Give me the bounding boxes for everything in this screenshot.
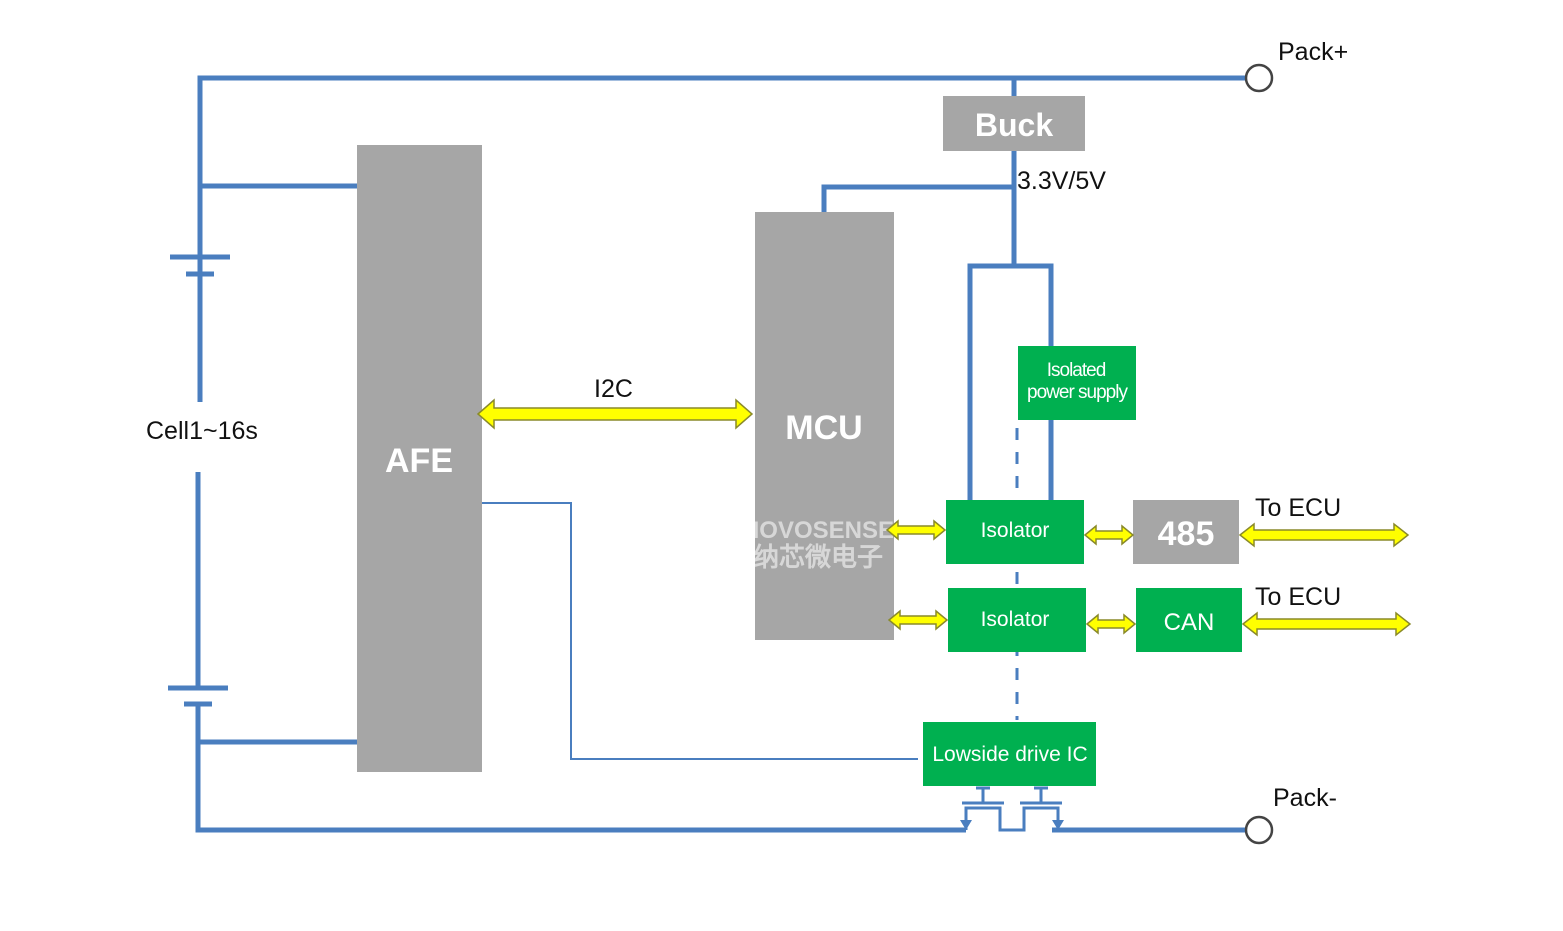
to-ecu-label-2: To ECU — [1255, 583, 1341, 611]
lowside-drive-label: Lowside drive IC — [932, 743, 1087, 766]
pack-plus-label: Pack+ — [1278, 38, 1348, 66]
buck-block — [943, 96, 1085, 151]
pack-minus-rail-left — [195, 702, 966, 833]
to-ecu-label-1: To ECU — [1255, 494, 1341, 522]
buck-label: Buck — [975, 107, 1053, 143]
mcu-block — [755, 212, 894, 640]
wiring — [195, 75, 1246, 833]
watermark-cjk: 纳芯微电子 — [753, 542, 883, 573]
mcu-isolator1-arrow — [885, 519, 947, 541]
i2c-label: I2C — [594, 375, 633, 403]
pack-minus-label: Pack- — [1273, 784, 1337, 812]
cells-label: Cell1~16s — [146, 417, 258, 445]
i2c-arrow — [476, 398, 754, 430]
voltage-label: 3.3V/5V — [1017, 167, 1106, 195]
isolator1-485-arrow — [1083, 524, 1135, 546]
isolator-2-label: Isolator — [981, 608, 1050, 631]
pack-plus-terminal — [1244, 63, 1274, 93]
watermark-latin: NOVOSENSE — [742, 517, 894, 544]
mosfet-pair — [960, 786, 1064, 832]
afe-label: AFE — [385, 442, 453, 480]
isolated-power-label-2: power supply — [1027, 382, 1128, 403]
isolator2-can-arrow — [1085, 613, 1137, 635]
isolator-1-block — [946, 500, 1084, 564]
cell-symbol-bottom — [168, 685, 228, 707]
afe-block — [357, 145, 482, 772]
pack-minus-terminal — [1244, 815, 1274, 845]
isolated-power-block — [1018, 346, 1136, 420]
can-ecu-arrow — [1241, 611, 1412, 637]
afe-to-lowside-wire — [482, 502, 918, 760]
rs485-block — [1133, 500, 1239, 564]
supply-split — [967, 263, 1054, 500]
mcu-isolator2-arrow — [887, 609, 949, 631]
isolator-2-block — [948, 588, 1086, 652]
can-label: CAN — [1164, 609, 1215, 636]
isolator-1-label: Isolator — [981, 519, 1050, 542]
rs485-label: 485 — [1158, 515, 1215, 553]
mcu-supply-wire — [821, 184, 1014, 212]
mcu-label: MCU — [785, 409, 862, 447]
can-block — [1136, 588, 1242, 652]
lowside-drive-block — [923, 722, 1096, 786]
485-ecu-arrow — [1238, 522, 1410, 548]
isolated-power-label-1: Isolated — [1047, 360, 1106, 381]
